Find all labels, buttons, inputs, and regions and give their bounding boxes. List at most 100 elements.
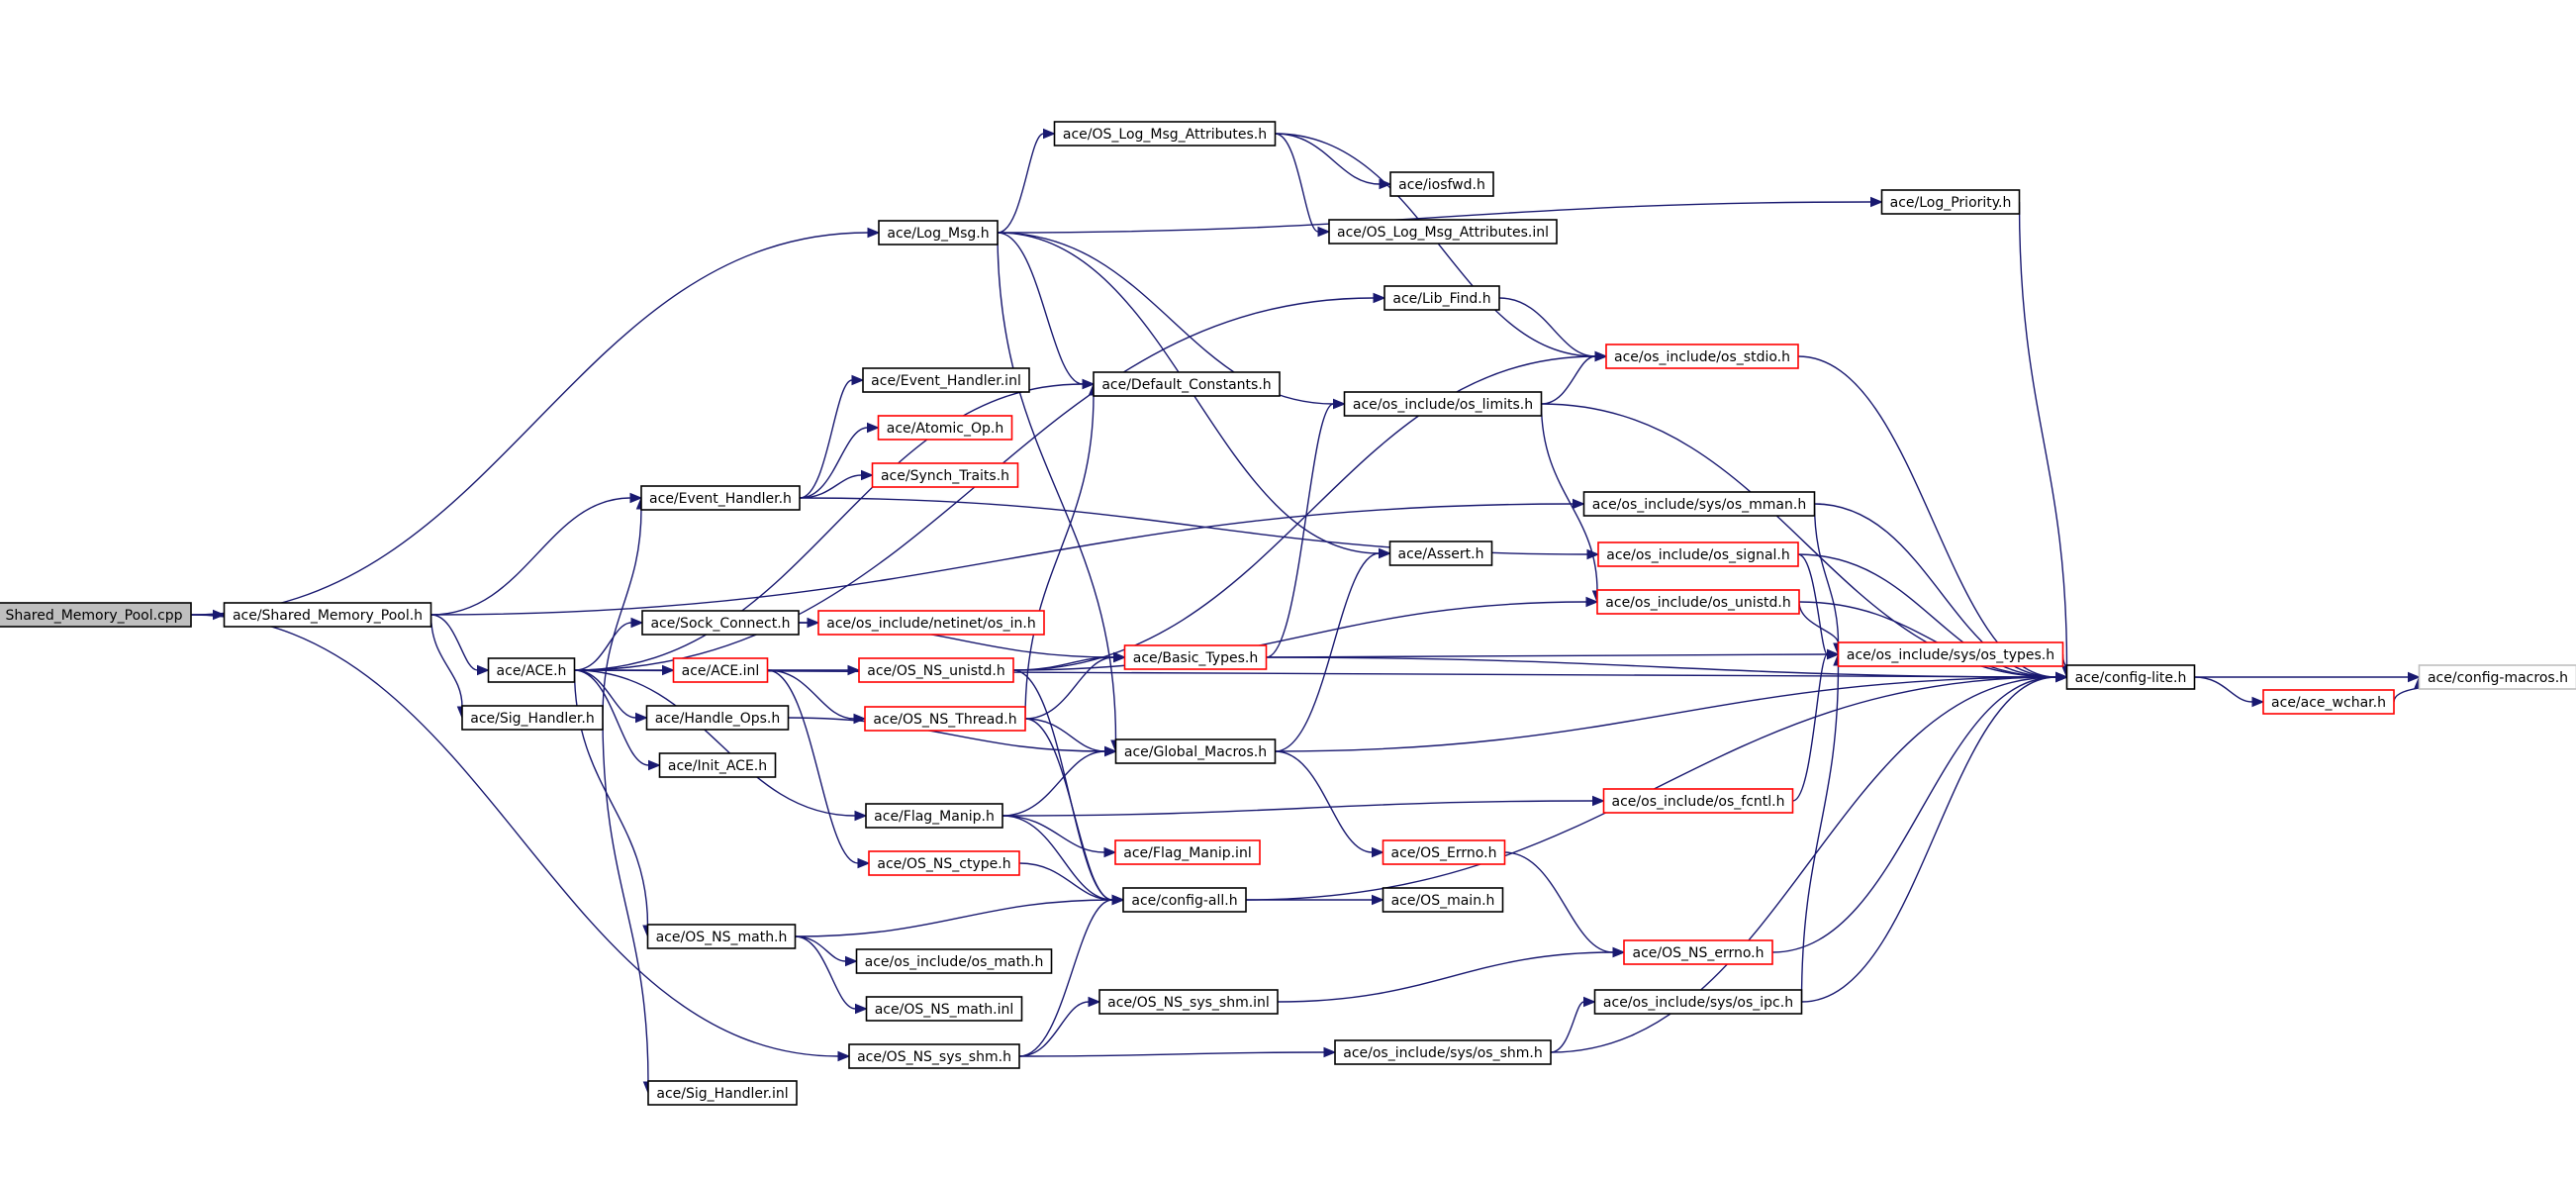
edge-arrowhead [867,422,880,434]
node-basic-types-h[interactable]: ace/Basic_Types.h [1123,644,1268,670]
node-os-mman-h[interactable]: ace/os_include/sys/os_mman.h [1582,491,1816,517]
edge-os-log-msg-attributes-h-to-os-log-msg-attributes-inl [1275,133,1319,233]
node-config-macros-h[interactable]: ace/config-macros.h [2418,664,2576,690]
edge-ace-inl-to-os-ns-thread-h [767,669,855,720]
node-ace-inl[interactable]: ace/ACE.inl [672,657,769,683]
node-default-constants-h[interactable]: ace/Default_Constants.h [1093,371,1281,397]
node-init-ace-h[interactable]: ace/Init_ACE.h [658,752,777,778]
node-lib-find-h[interactable]: ace/Lib_Find.h [1383,285,1500,311]
edge-os-shm-h-to-config-lite-h [1550,676,2056,1053]
node-config-lite-h[interactable]: ace/config-lite.h [2065,664,2196,690]
node-box [1123,644,1268,670]
node-label: ace/Synch_Traits.h [881,468,1009,484]
node-sig-handler-inl[interactable]: ace/Sig_Handler.inl [647,1080,798,1106]
node-os-ns-thread-h[interactable]: ace/OS_NS_Thread.h [864,706,1026,732]
node-os-limits-h[interactable]: ace/os_include/os_limits.h [1343,391,1543,417]
edge-arrowhead [845,955,858,967]
node-atomic-op-h[interactable]: ace/Atomic_Op.h [877,415,1013,441]
node-os-ns-unistd-h[interactable]: ace/OS_NS_unistd.h [858,657,1014,683]
node-os-math-h[interactable]: ace/os_include/os_math.h [855,948,1053,974]
edge-arrowhead [1082,378,1096,390]
node-ace-h[interactable]: ace/ACE.h [487,657,576,683]
node-label: ace/OS_Errno.h [1391,845,1497,861]
edge-arrowhead [867,227,881,239]
node-os-in-h[interactable]: ace/os_include/netinet/os_in.h [817,610,1045,636]
node-config-all-h[interactable]: ace/config-all.h [1122,887,1247,913]
node-os-ns-errno-h[interactable]: ace/OS_NS_errno.h [1623,939,1773,965]
node-handle-ops-h[interactable]: ace/Handle_Ops.h [645,705,790,731]
edge-os-unistd-h-to-config-lite-h [1798,601,2056,678]
edge-os-ns-thread-h-to-config-all-h [1024,718,1113,901]
edge-os-ns-thread-h-to-basic-types-h [1024,656,1114,720]
node-event-handler-h[interactable]: ace/Event_Handler.h [640,485,801,511]
node-os-types-h[interactable]: ace/os_include/sys/os_types.h [1837,641,2064,667]
node-os-log-msg-attributes-h[interactable]: ace/OS_Log_Msg_Attributes.h [1053,121,1277,147]
edge-os-ns-math-h-to-config-all-h [795,899,1113,937]
node-shared-memory-pool-cpp[interactable]: Shared_Memory_Pool.cpp [0,602,192,628]
node-label: ace/os_include/sys/os_mman.h [1592,497,1806,513]
node-os-shm-h[interactable]: ace/os_include/sys/os_shm.h [1334,1039,1552,1065]
node-os-ns-math-inl[interactable]: ace/OS_NS_math.inl [865,996,1023,1022]
node-log-priority-h[interactable]: ace/Log_Priority.h [1880,189,2021,215]
edge-arrowhead [1594,350,1608,362]
edge-arrowhead [1104,745,1117,757]
edge-flag-manip-h-to-os-fcntl-h [1002,800,1593,817]
node-os-stdio-h[interactable]: ace/os_include/os_stdio.h [1605,344,1799,369]
node-box [871,462,1019,488]
node-sig-handler-h[interactable]: ace/Sig_Handler.h [461,705,604,731]
node-flag-manip-inl[interactable]: ace/Flag_Manip.inl [1114,839,1261,865]
node-global-macros-h[interactable]: ace/Global_Macros.h [1114,738,1277,764]
edge-arrowhead [213,609,226,621]
node-label: ace/Log_Priority.h [1890,195,2012,211]
edge-arrowhead [855,1003,868,1015]
node-os-signal-h[interactable]: ace/os_include/os_signal.h [1597,541,1799,567]
edge-flag-manip-h-to-config-all-h [1002,815,1113,901]
node-box [848,1043,1020,1069]
edge-arrowhead [1333,398,1346,410]
node-box [817,610,1045,636]
node-label: ace/ACE.h [497,663,567,679]
edge-shared-memory-pool-h-to-sig-handler-h [429,614,463,708]
node-label: ace/Atomic_Op.h [887,421,1003,437]
edge-os-log-msg-attributes-h-to-os-stdio-h [1275,133,1596,357]
node-label: ace/os_include/netinet/os_in.h [826,616,1035,632]
node-shared-memory-pool-h[interactable]: ace/Shared_Memory_Pool.h [223,602,432,628]
node-assert-h[interactable]: ace/Assert.h [1388,541,1493,566]
node-box [1382,839,1506,865]
node-box [855,948,1053,974]
node-os-fcntl-h[interactable]: ace/os_include/os_fcntl.h [1602,788,1794,814]
node-iosfwd-h[interactable]: ace/iosfwd.h [1389,171,1494,197]
node-os-errno-h[interactable]: ace/OS_Errno.h [1382,839,1506,865]
node-os-log-msg-attributes-inl[interactable]: ace/OS_Log_Msg_Attributes.inl [1328,219,1558,245]
node-os-ns-math-h[interactable]: ace/OS_NS_math.h [646,924,797,949]
node-log-msg-h[interactable]: ace/Log_Msg.h [878,220,999,246]
node-box [1122,887,1247,913]
node-box [877,415,1013,441]
node-synch-traits-h[interactable]: ace/Synch_Traits.h [871,462,1019,488]
node-ace-wchar-h[interactable]: ace/ace_wchar.h [2262,689,2395,715]
edge-sig-handler-h-to-sig-handler-inl [602,717,649,1083]
node-label: ace/os_include/sys/os_types.h [1847,647,2054,663]
edge-shared-memory-pool-h-to-event-handler-h [430,497,631,616]
node-flag-manip-h[interactable]: ace/Flag_Manip.h [865,803,1003,829]
edge-flag-manip-h-to-global-macros-h [1002,750,1105,817]
edge-os-unistd-h-to-os-types-h [1798,601,1840,644]
node-os-unistd-h[interactable]: ace/os_include/os_unistd.h [1596,589,1800,615]
edge-os-ns-thread-h-to-global-macros-h [1024,718,1105,752]
node-event-handler-inl[interactable]: ace/Event_Handler.inl [862,367,1030,393]
node-label: ace/os_include/os_fcntl.h [1612,794,1785,810]
node-os-main-h[interactable]: ace/OS_main.h [1382,887,1504,913]
edge-os-ns-sys-shm-h-to-os-shm-h [1018,1051,1325,1057]
node-sock-connect-h[interactable]: ace/Sock_Connect.h [641,610,800,636]
node-os-ns-ctype-h[interactable]: ace/OS_NS_ctype.h [868,850,1020,876]
edge-lib-find-h-to-os-stdio-h [1498,297,1596,357]
node-label: ace/OS_NS_math.inl [875,1002,1014,1018]
edges-layer [190,128,2425,1095]
edge-os-ns-ctype-h-to-config-all-h [1018,862,1113,901]
node-label: ace/Flag_Manip.inl [1123,845,1251,861]
node-os-ns-sys-shm-h[interactable]: ace/OS_NS_sys_shm.h [848,1043,1020,1069]
node-os-ipc-h[interactable]: ace/os_include/sys/os_ipc.h [1593,989,1803,1015]
edge-arrowhead [1043,128,1056,140]
edge-flag-manip-h-to-flag-manip-inl [1002,815,1105,853]
node-os-ns-sys-shm-inl[interactable]: ace/OS_NS_sys_shm.inl [1098,989,1279,1015]
